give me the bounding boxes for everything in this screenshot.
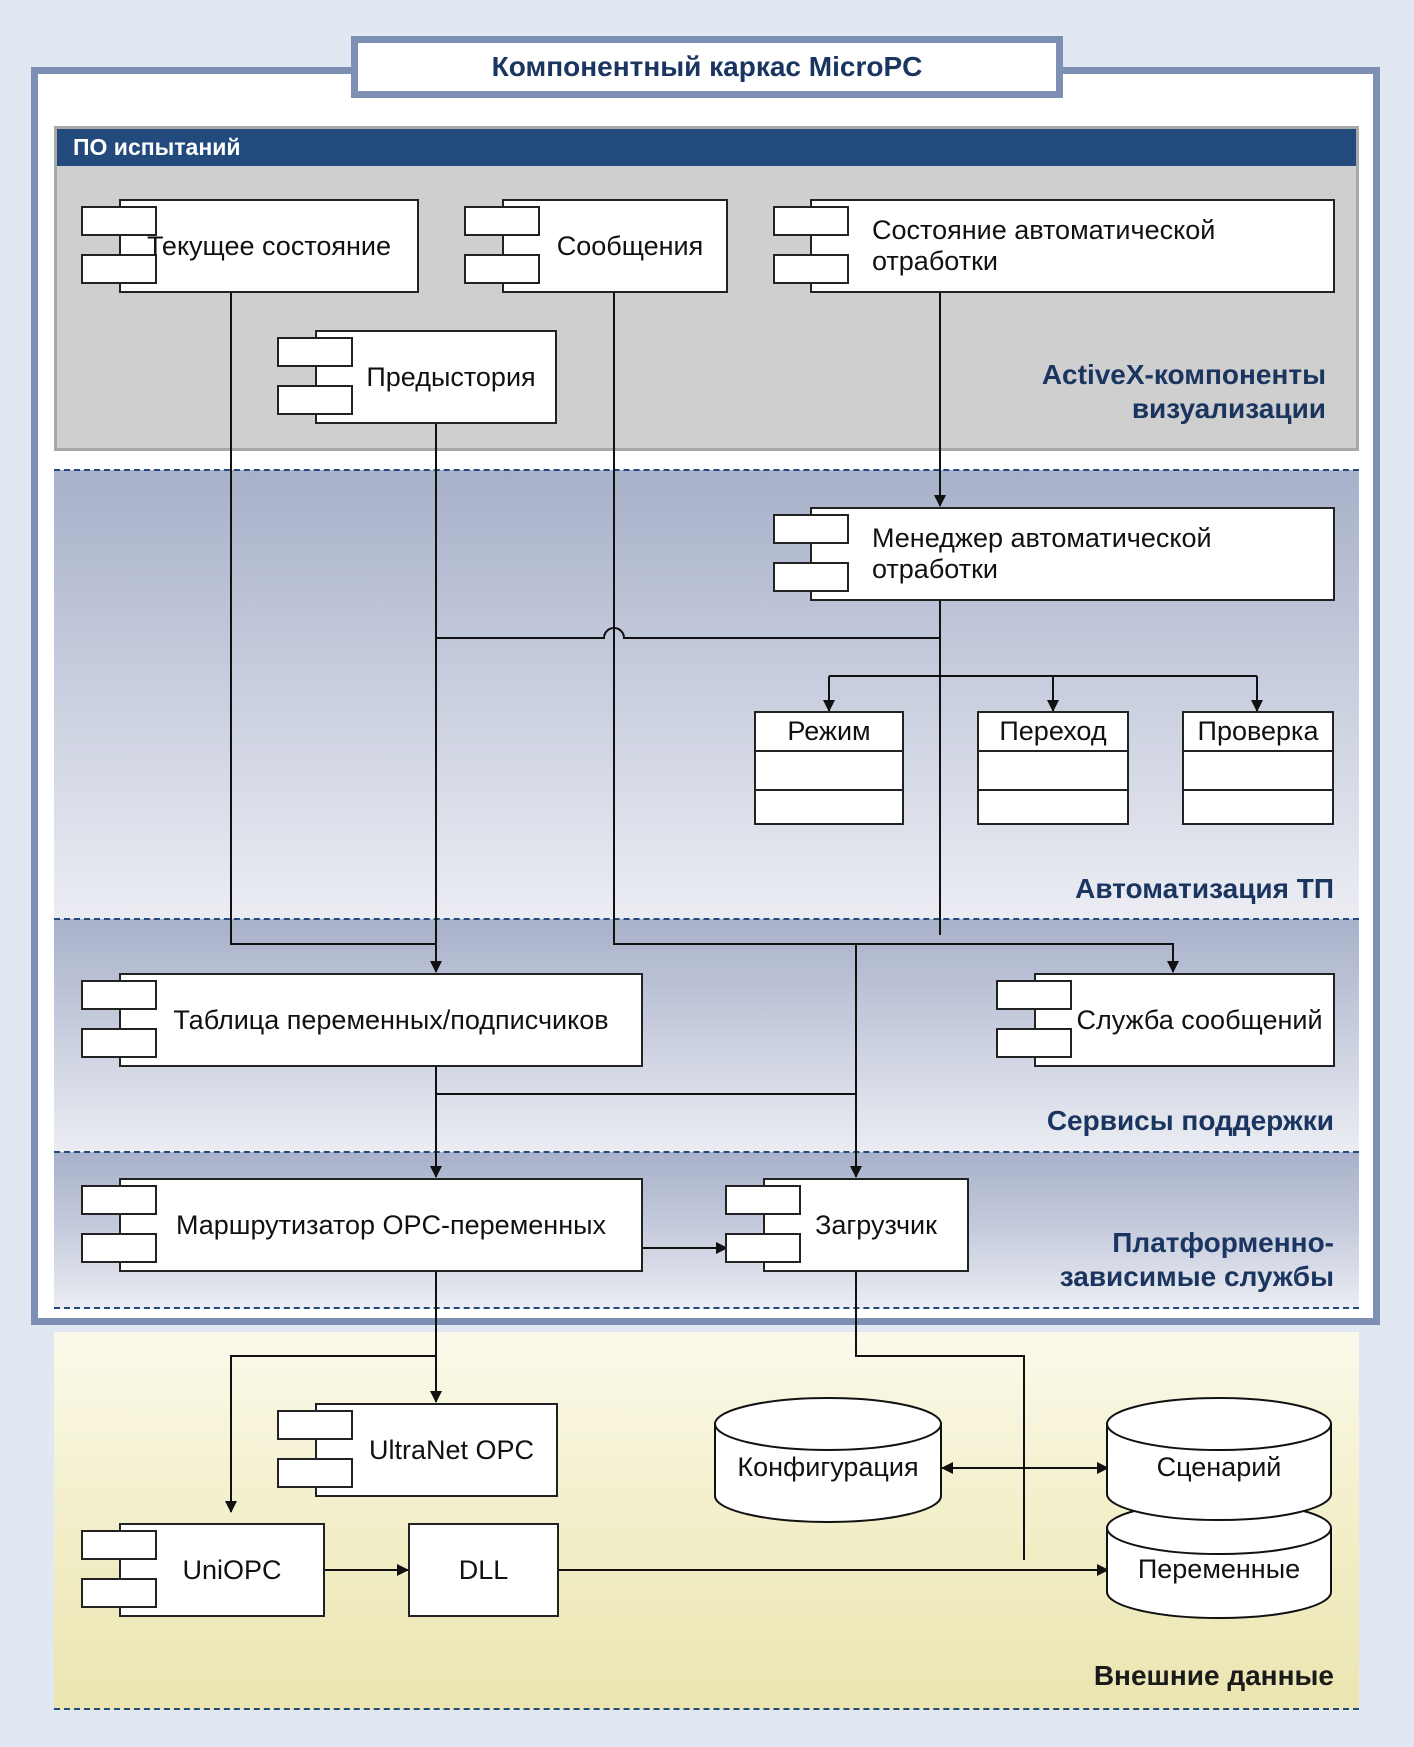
component-icon bbox=[996, 980, 1072, 1010]
component-prehistory[interactable]: Предыстория bbox=[315, 330, 557, 424]
component-icon bbox=[725, 1233, 801, 1263]
class-attributes bbox=[979, 752, 1127, 791]
component-icon bbox=[81, 254, 157, 284]
datastore-config-body bbox=[714, 1424, 942, 1523]
component-label: Менеджер автоматической отработки bbox=[872, 523, 1212, 584]
component-icon bbox=[81, 1028, 157, 1058]
component-icon bbox=[773, 254, 849, 284]
datastore-config-top bbox=[714, 1397, 942, 1451]
component-icon bbox=[277, 337, 353, 367]
separator bbox=[54, 1307, 1359, 1309]
class-attributes bbox=[756, 752, 902, 791]
component-icon bbox=[81, 1185, 157, 1215]
datastore-scenario-body bbox=[1106, 1424, 1332, 1521]
zone-label-activex: ActiveX-компоненты визуализации bbox=[1041, 359, 1326, 424]
component-label: Таблица переменных/подписчиков bbox=[173, 1004, 609, 1035]
class-transition[interactable]: Переход bbox=[977, 711, 1129, 825]
component-auto-manager[interactable]: Менеджер автоматической отработки bbox=[810, 507, 1335, 601]
component-dll[interactable]: DLL bbox=[408, 1523, 559, 1617]
class-title: Проверка bbox=[1184, 713, 1332, 752]
component-message-service[interactable]: Служба сообщений bbox=[1034, 973, 1335, 1067]
component-ultranet-opc[interactable]: UltraNet OPC bbox=[315, 1403, 558, 1497]
component-icon bbox=[773, 206, 849, 236]
class-attributes bbox=[1184, 752, 1332, 791]
component-icon bbox=[81, 980, 157, 1010]
separator bbox=[54, 1708, 1359, 1710]
class-check[interactable]: Проверка bbox=[1182, 711, 1334, 825]
component-icon bbox=[277, 385, 353, 415]
test-software-header: ПО испытаний bbox=[57, 129, 1356, 166]
component-icon bbox=[277, 1410, 353, 1440]
component-icon bbox=[773, 514, 849, 544]
class-title: Переход bbox=[979, 713, 1127, 752]
class-title: Режим bbox=[756, 713, 902, 752]
component-icon bbox=[725, 1185, 801, 1215]
component-icon bbox=[464, 254, 540, 284]
component-icon bbox=[81, 1233, 157, 1263]
datastore-variables-label: Переменные bbox=[1137, 1554, 1301, 1584]
component-label: Маршрутизатор OPC-переменных bbox=[175, 1209, 607, 1240]
class-mode[interactable]: Режим bbox=[754, 711, 904, 825]
component-icon bbox=[277, 1458, 353, 1488]
component-variable-table[interactable]: Таблица переменных/подписчиков bbox=[119, 973, 643, 1067]
component-label: Состояние автоматической отработки bbox=[872, 215, 1216, 276]
zone-label-platform: Платформенно- зависимые службы bbox=[1059, 1227, 1334, 1292]
component-opc-router[interactable]: Маршрутизатор OPC-переменных bbox=[119, 1178, 643, 1272]
zone-label-automation: Автоматизация ТП bbox=[1075, 873, 1334, 904]
component-label: Текущее состояние bbox=[146, 230, 392, 261]
datastore-scenario-label: Сценарий bbox=[1156, 1452, 1282, 1482]
separator bbox=[54, 469, 1359, 471]
component-label: Служба сообщений bbox=[1076, 1004, 1323, 1035]
component-label: Загрузчик bbox=[815, 1209, 937, 1240]
component-icon bbox=[773, 562, 849, 592]
component-label: DLL bbox=[458, 1554, 509, 1585]
component-label: UltraNet OPC bbox=[368, 1434, 535, 1465]
separator bbox=[54, 1151, 1359, 1153]
component-icon bbox=[81, 1530, 157, 1560]
component-icon bbox=[81, 206, 157, 236]
component-label: UniOPC bbox=[182, 1554, 282, 1585]
component-current-state[interactable]: Текущее состояние bbox=[119, 199, 419, 293]
zone-label-services: Сервисы поддержки bbox=[1046, 1105, 1334, 1136]
datastore-scenario-top bbox=[1106, 1397, 1332, 1451]
component-icon bbox=[464, 206, 540, 236]
diagram-title: Компонентный каркас MicroPC bbox=[351, 36, 1063, 98]
component-auto-state[interactable]: Состояние автоматической отработки bbox=[810, 199, 1335, 293]
separator bbox=[54, 918, 1359, 920]
component-icon bbox=[996, 1028, 1072, 1058]
datastore-config-label: Конфигурация bbox=[737, 1452, 919, 1482]
zone-label-external: Внешние данные bbox=[1093, 1660, 1334, 1691]
component-label: Сообщения bbox=[556, 230, 704, 261]
component-icon bbox=[81, 1578, 157, 1608]
component-label: Предыстория bbox=[366, 361, 536, 392]
